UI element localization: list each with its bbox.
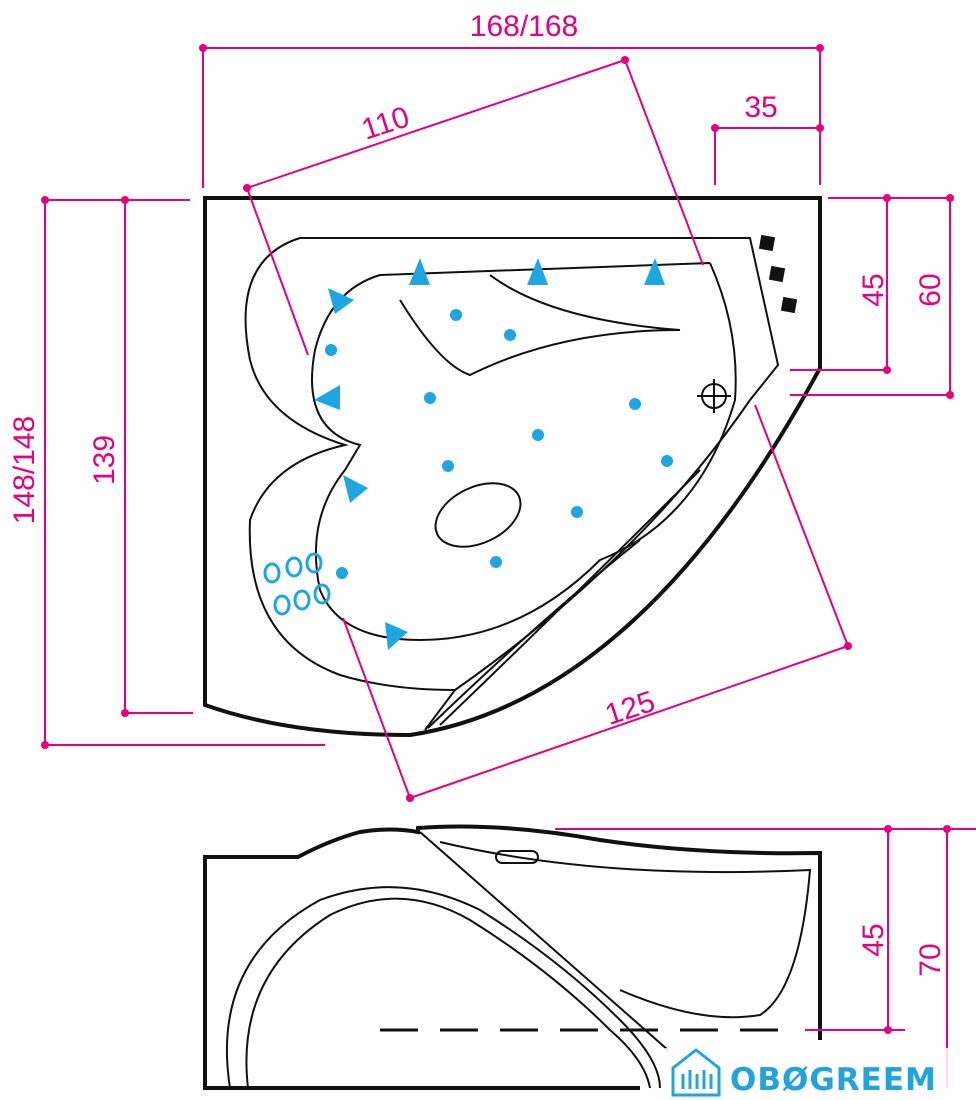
house-icon (671, 1048, 721, 1097)
dim-side-45: 45 (857, 923, 890, 956)
dim-diagonal-back: 110 (358, 100, 414, 146)
tub-outer-rim (203, 196, 822, 738)
tub-basin (311, 262, 737, 642)
jet-triangle (328, 288, 354, 314)
control-panel (758, 234, 798, 314)
jet-triangle (527, 258, 548, 285)
jets (314, 258, 673, 650)
back-jets (263, 552, 331, 616)
side-inner-curve (226, 886, 661, 1089)
dim-right-45: 45 (857, 273, 890, 306)
step-line (427, 539, 641, 729)
dim-side-70: 70 (914, 943, 947, 976)
jet-dot (325, 344, 337, 356)
side-view (203, 824, 822, 1090)
top-view (203, 196, 822, 738)
control-button-icon (780, 296, 798, 314)
pillow-icon (434, 482, 522, 548)
seat-contour (399, 274, 681, 377)
control-button-icon (768, 265, 786, 283)
drain-icon (697, 379, 731, 413)
jet-dot (424, 392, 436, 404)
side-dimension-labels: 45 70 (857, 923, 947, 976)
side-control-icon (495, 850, 539, 864)
jet-dot (490, 556, 502, 568)
dim-inner-height: 139 (88, 435, 121, 485)
jet-dot (571, 506, 583, 518)
logo: OBØGREEM (665, 1048, 955, 1100)
dim-right-60: 60 (914, 273, 947, 306)
jet-dot (532, 429, 544, 441)
dim-overall-height: 148/148 (8, 416, 41, 524)
logo-text: OBØGREEM (730, 1062, 937, 1098)
dim-offset-right: 35 (744, 91, 777, 124)
side-headrest (439, 841, 812, 1019)
jet-triangle (343, 475, 368, 503)
jet-triangle (385, 622, 408, 650)
side-inner-curve (245, 897, 651, 1089)
jet-triangle (314, 385, 340, 410)
jet-dot (442, 460, 454, 472)
dim-diagonal-front: 125 (601, 685, 659, 732)
jet-dot (504, 329, 516, 341)
jet-dot (661, 455, 673, 467)
control-button-icon (758, 234, 776, 252)
step-line (439, 469, 701, 726)
jet-dot (450, 309, 462, 321)
side-outer (203, 824, 822, 1090)
top-dimension-lines (41, 44, 954, 802)
side-dimension-lines (555, 825, 976, 1088)
dim-overall-width: 168/168 (470, 10, 578, 43)
jet-dot (629, 398, 641, 410)
jet-triangle (409, 258, 430, 285)
jet-dot (336, 567, 348, 579)
jet-triangle (644, 258, 665, 285)
side-seat-line (419, 831, 669, 1051)
